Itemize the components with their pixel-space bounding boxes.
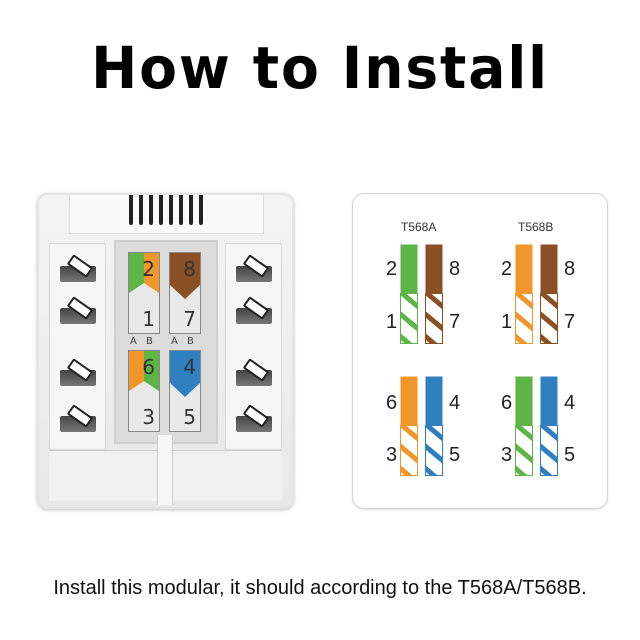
idc-terminal-icon (60, 308, 96, 324)
left-idc-block (49, 243, 106, 450)
module-top-cap (69, 195, 264, 234)
pin-number: 8 (449, 258, 461, 280)
slot-pair-2-1: 2 1 (128, 252, 160, 334)
slot-top-number: 4 (183, 355, 196, 379)
page-title: How to Install (91, 34, 549, 102)
pin-number: 6 (501, 392, 513, 414)
wire-orange-pair-icon (400, 376, 418, 476)
pin-number: 4 (564, 392, 576, 414)
wire-brown-pair-icon (540, 244, 558, 344)
idc-terminal-icon (60, 370, 96, 386)
wire-blue-pair-icon (425, 376, 443, 476)
wire-green-pair-icon (400, 244, 418, 344)
pair-color-chevron-icon (170, 253, 200, 299)
wire-brown-pair-icon (425, 244, 443, 344)
pin-number: 1 (386, 311, 398, 333)
pin-number: 5 (564, 444, 576, 466)
color-code-panel: 2 1 8 7 A B A B 6 3 4 (114, 240, 218, 444)
slot-top-number: 2 (142, 257, 155, 281)
idc-terminal-icon (236, 308, 272, 324)
idc-terminal-icon (236, 416, 272, 432)
label-b: B (187, 336, 194, 347)
idc-terminal-icon (60, 416, 96, 432)
slot-pair-4-5: 4 5 (169, 350, 201, 432)
wiring-diagram-card: T568A T568B 2 1 8 7 2 1 8 7 6 3 4 5 6 3 (352, 193, 608, 509)
idc-terminal-icon (236, 370, 272, 386)
pin-number: 5 (449, 444, 461, 466)
standard-label-t568a: T568A (401, 220, 437, 234)
pin-number: 2 (386, 258, 398, 280)
keystone-module-image: 2 1 8 7 A B A B 6 3 4 (37, 193, 294, 509)
slot-pair-6-3: 6 3 (128, 350, 160, 432)
pin-number: 3 (501, 444, 513, 466)
idc-terminal-icon (60, 266, 96, 282)
slot-bottom-number: 1 (142, 307, 155, 331)
pin-number: 4 (449, 392, 461, 414)
jack-contacts (129, 195, 203, 225)
pair-color-chevron-icon (170, 351, 200, 397)
pin-number: 8 (564, 258, 576, 280)
wire-blue-pair-icon (540, 376, 558, 476)
pin-number: 7 (564, 311, 576, 333)
module-center-rib (157, 435, 173, 505)
pin-number: 3 (386, 444, 398, 466)
install-caption: Install this modular, it should accordin… (53, 577, 587, 599)
slot-top-number: 6 (142, 355, 155, 379)
label-a: A (130, 336, 137, 347)
pin-number: 7 (449, 311, 461, 333)
pin-number: 6 (386, 392, 398, 414)
idc-terminal-icon (236, 266, 272, 282)
slot-top-number: 8 (183, 257, 196, 281)
label-b: B (146, 336, 153, 347)
pin-number: 2 (501, 258, 513, 280)
slot-bottom-number: 7 (183, 307, 196, 331)
wire-green-pair-icon (515, 376, 533, 476)
slot-bottom-number: 5 (183, 405, 196, 429)
standard-label-t568b: T568B (518, 220, 554, 234)
pair-color-chevron-icon (129, 351, 159, 391)
slot-bottom-number: 3 (142, 405, 155, 429)
label-a: A (171, 336, 178, 347)
pin-number: 1 (501, 311, 513, 333)
wire-orange-pair-icon (515, 244, 533, 344)
pair-color-chevron-icon (129, 253, 159, 293)
slot-pair-8-7: 8 7 (169, 252, 201, 334)
right-idc-block (225, 243, 282, 450)
